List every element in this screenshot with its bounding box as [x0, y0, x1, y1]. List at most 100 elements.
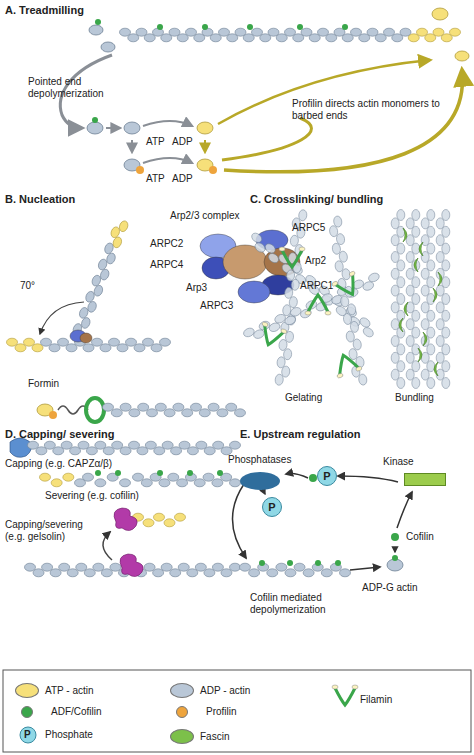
- protein-dot: [315, 560, 321, 566]
- actin-subunit: [80, 316, 91, 329]
- actin-subunit: [93, 563, 104, 571]
- label: ADP: [172, 136, 193, 148]
- protein-dot: [92, 117, 98, 123]
- actin-subunit: [427, 344, 435, 355]
- actin-subunit: [182, 409, 193, 417]
- protein-dot: [287, 560, 293, 566]
- label: ADP-G actin: [362, 582, 418, 594]
- label: ARPC2: [150, 238, 183, 250]
- actin-subunit: [412, 226, 420, 237]
- actin-subunit: [109, 338, 120, 346]
- actin-subunit: [421, 285, 429, 296]
- actin-monomer: [455, 51, 469, 61]
- actin-subunit: [267, 252, 281, 265]
- label: Bundling: [395, 392, 434, 404]
- actin-subunit: [436, 252, 444, 263]
- arrow: [338, 476, 398, 482]
- actin-subunit: [138, 403, 149, 411]
- arrow: [103, 532, 112, 560]
- filamin: [332, 685, 358, 705]
- actin-subunit: [421, 302, 429, 313]
- filamin: [305, 295, 331, 315]
- arrow: [106, 127, 120, 129]
- actin-subunit: [164, 409, 175, 417]
- fascin: [399, 318, 403, 332]
- actin-monomer: [89, 25, 103, 35]
- actin-subunit: [154, 447, 165, 455]
- actin-subunit: [117, 344, 128, 352]
- arp23-small: [80, 333, 92, 343]
- actin-subunit: [213, 441, 224, 449]
- arrow: [204, 140, 206, 152]
- actin-subunit: [406, 285, 414, 296]
- label: Arp2/3 complex: [170, 210, 239, 222]
- actin-subunit: [427, 210, 435, 221]
- actin-subunit: [358, 316, 372, 329]
- angle-arc: [40, 302, 84, 334]
- filamin: [331, 351, 362, 379]
- actin-subunit: [391, 302, 399, 313]
- actin-subunit: [145, 441, 156, 449]
- actin-subunit: [391, 252, 399, 263]
- actin-subunit: [33, 569, 44, 577]
- protein-dot: [342, 24, 348, 30]
- drawing: [3, 8, 471, 752]
- protein-dot: [309, 474, 317, 482]
- label: Capping (e.g. CAPZα/β): [5, 458, 112, 470]
- panel-title: E. Upstream regulation: [240, 428, 360, 440]
- actin-subunit: [442, 344, 450, 355]
- actin-subunit: [427, 378, 435, 389]
- actin-subunit: [159, 479, 170, 487]
- arrow: [232, 484, 246, 558]
- legend-text: ADP - actin: [200, 685, 250, 696]
- phosphate-sample: [20, 727, 36, 743]
- actin-subunit: [391, 285, 399, 296]
- actin-subunit: [273, 313, 286, 325]
- filamin: [331, 271, 364, 301]
- protein-dot: [136, 166, 144, 174]
- actin-subunit: [397, 210, 405, 221]
- legend-text: Fascin: [200, 731, 229, 742]
- actin-subunit: [84, 569, 95, 577]
- actin-subunit: [442, 210, 450, 221]
- fascin: [434, 362, 438, 376]
- kinase-box: Kinase: [383, 456, 446, 486]
- actin-subunit: [151, 344, 162, 352]
- actin-subunit: [427, 361, 435, 372]
- actin-subunit: [212, 479, 223, 487]
- actin-subunit: [442, 310, 450, 321]
- protein-dot: [157, 470, 163, 476]
- legend-swatch: [170, 683, 194, 698]
- actin-subunit: [406, 235, 414, 246]
- fascin: [414, 258, 418, 272]
- actin-subunit: [406, 352, 414, 363]
- actin-subunit: [397, 294, 405, 305]
- actin-subunit: [412, 294, 420, 305]
- actin-subunit: [49, 344, 60, 352]
- actin-subunit: [59, 563, 70, 571]
- actin-subunit: [276, 563, 287, 571]
- arrow: [394, 547, 395, 552]
- legend-entry: ADF/Cofilin: [15, 706, 102, 718]
- actin-subunit: [70, 447, 81, 455]
- legend-text: ADF/Cofilin: [51, 706, 102, 717]
- actin-subunit: [397, 378, 405, 389]
- actin-subunit: [391, 352, 399, 363]
- kinase-shape: [404, 473, 446, 486]
- formin-ring: [86, 398, 104, 422]
- legend-swatch: [21, 706, 33, 718]
- fascin: [433, 288, 437, 302]
- actin-subunit: [217, 409, 228, 417]
- phosphatase-shape: [240, 472, 280, 490]
- actin-subunit: [103, 447, 114, 455]
- actin-subunit: [120, 403, 131, 411]
- label: Gelating: [285, 392, 322, 404]
- actin-subunit: [93, 284, 104, 297]
- label: ARPC5: [292, 222, 325, 234]
- actin-subunit: [303, 569, 314, 577]
- phosphatase-ellipse: Phosphatases: [228, 454, 291, 490]
- arpc3: [238, 281, 270, 303]
- filamin: [256, 321, 287, 349]
- actin-subunit: [406, 218, 414, 229]
- actin-subunit: [61, 441, 72, 449]
